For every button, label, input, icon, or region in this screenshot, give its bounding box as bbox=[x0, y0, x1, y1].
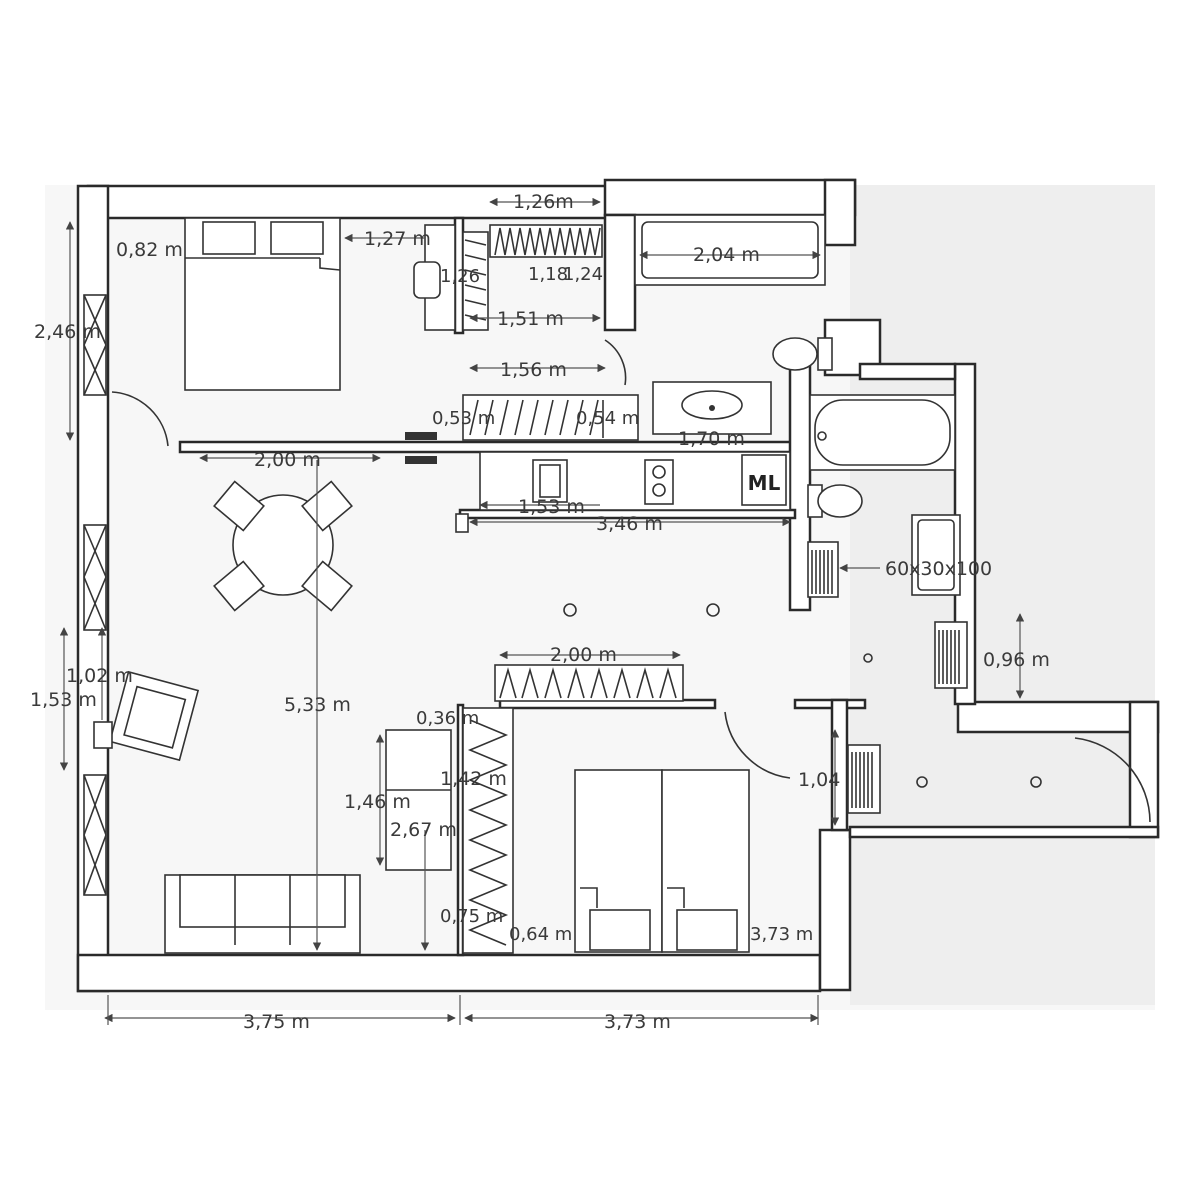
dim-bathtub-width: 2,04 m bbox=[693, 244, 760, 266]
dim-left-wall-top: 2,46 m bbox=[34, 321, 101, 343]
dim-bottom-left: 3,75 m bbox=[243, 1011, 310, 1033]
dim-bottom-right: 3,73 m bbox=[604, 1011, 671, 1033]
dim-sink-width: 1,70 m bbox=[678, 428, 745, 450]
dim-closet-inner-b: 1,24 bbox=[563, 264, 603, 285]
dim-top-wardrobe: 2,00 m bbox=[550, 644, 617, 666]
dim-wardrobe-right-depth: 0,54 m bbox=[576, 408, 639, 429]
dim-left-window-a: 1,02 m bbox=[66, 665, 133, 687]
armchair bbox=[108, 670, 200, 762]
light-points bbox=[563, 603, 1042, 788]
dim-closet-bottom: 1,51 m bbox=[497, 308, 564, 330]
dim-wardrobe-left-depth: 0,53 m bbox=[432, 408, 495, 429]
bathroom-sink bbox=[652, 381, 772, 435]
radiator-bathroom bbox=[807, 541, 839, 598]
dim-hall-closet: 1,56 m bbox=[500, 359, 567, 381]
front-door-arc bbox=[1074, 737, 1151, 823]
dim-wardrobe-bottom: 0,75 m bbox=[440, 906, 503, 927]
dim-room-height: 5,33 m bbox=[284, 694, 351, 716]
washing-machine-label: ML bbox=[748, 471, 781, 495]
bathtub-right bbox=[809, 394, 956, 471]
radiator-entry bbox=[847, 744, 881, 814]
twin-beds bbox=[574, 769, 750, 953]
kitchen-counter: ML bbox=[479, 451, 791, 511]
dim-corridor-width: 0,96 m bbox=[983, 649, 1050, 671]
dim-sofa-distance: 2,67 m bbox=[390, 819, 457, 841]
dim-bed-gap: 0,64 m bbox=[509, 924, 572, 945]
side-unit bbox=[385, 729, 452, 871]
left-window-lower bbox=[83, 774, 107, 896]
closet-hangers bbox=[462, 224, 603, 331]
dim-partition-width: 2,00 m bbox=[254, 449, 321, 471]
dim-entry-door: 1,04 bbox=[798, 769, 840, 791]
dim-wardrobe-length: 1,42 m bbox=[440, 768, 507, 790]
toilet-right bbox=[807, 484, 863, 518]
outer-walls bbox=[76, 178, 1160, 993]
top-wardrobe bbox=[494, 664, 684, 702]
dim-kitchen-total: 3,46 m bbox=[596, 513, 663, 535]
dim-bed-side: 1,27 m bbox=[364, 228, 431, 250]
corridor-wardrobe bbox=[462, 707, 514, 954]
dimension-lines bbox=[59, 197, 1025, 1025]
dim-closet-inner-a: 1,18 bbox=[528, 264, 568, 285]
dining-table bbox=[213, 480, 353, 612]
dim-radiator-size: 60x30x100 bbox=[885, 558, 992, 580]
dim-closet-depth-a: 1,26 bbox=[440, 266, 480, 287]
dim-armchair-width: 1,46 m bbox=[344, 791, 411, 813]
bathtub-top bbox=[634, 214, 826, 286]
sofa bbox=[164, 874, 361, 954]
double-bed bbox=[184, 217, 341, 391]
shower-tray bbox=[911, 514, 961, 596]
desk-chair bbox=[413, 224, 456, 331]
toilet-top bbox=[772, 337, 833, 371]
left-window-middle bbox=[83, 524, 107, 631]
dim-bed-top-width: 0,82 m bbox=[116, 239, 183, 261]
entry-door-arc bbox=[724, 711, 791, 779]
dim-wardrobe-depth: 0,36 m bbox=[416, 708, 479, 729]
hall-wardrobe bbox=[462, 394, 639, 441]
dim-left-window-b: 1,53 m bbox=[30, 689, 97, 711]
dim-bed-right: 3,73 m bbox=[750, 924, 813, 945]
radiator-corridor bbox=[934, 621, 968, 689]
dim-top-closet: 1,26m bbox=[513, 191, 574, 213]
radiator-partition bbox=[405, 432, 437, 464]
left-window-upper bbox=[83, 294, 107, 396]
dim-kitchen-counter: 1,53 m bbox=[518, 496, 585, 518]
